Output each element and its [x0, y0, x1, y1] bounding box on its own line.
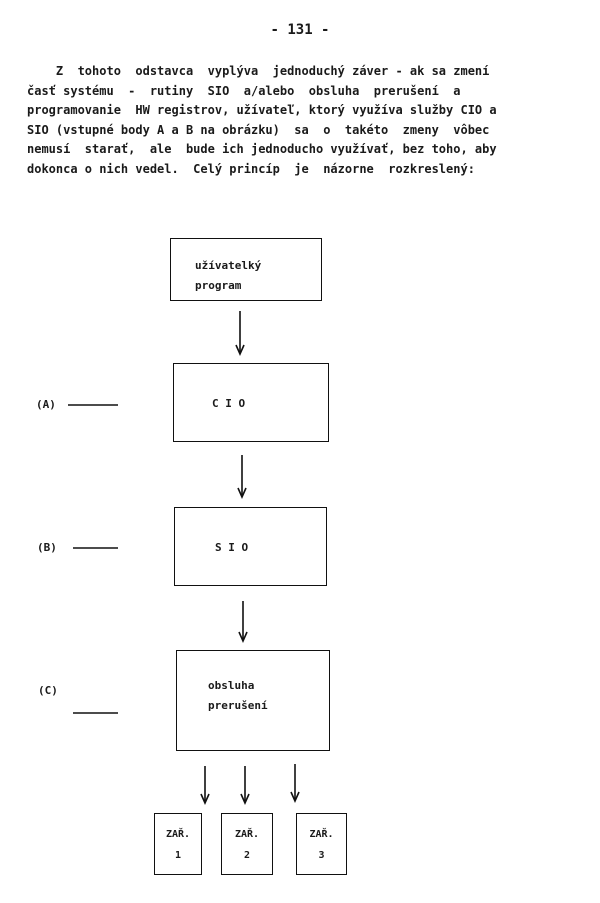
body-paragraph: Z tohoto odstavca vyplýva jednoduchý záv…: [27, 62, 572, 179]
paragraph-line-3: programovanie HW registrov, užívateľ, kt…: [27, 103, 497, 117]
device-box-2: ZAŘ. 2: [221, 813, 273, 875]
device-1-label-line2: 1: [174, 850, 182, 861]
paragraph-line-1: Z tohoto odstavca vyplýva jednoduchý záv…: [27, 64, 490, 78]
arrowhead-cio-to-sio: [237, 487, 247, 499]
arrowhead-to-device-3: [290, 791, 300, 803]
device-box-1: ZAŘ. 1: [154, 813, 202, 875]
arrowhead-sio-to-handler: [238, 631, 248, 643]
interrupt-handler-label-line2: prerušení: [208, 699, 268, 712]
entry-label-b: (B): [37, 541, 57, 554]
paragraph-line-5: nemusí starať, ale bude ich jednoducho v…: [27, 142, 497, 156]
cio-label: C I O: [212, 397, 246, 410]
sio-label: S I O: [215, 541, 249, 554]
device-box-3: ZAŘ. 3: [296, 813, 347, 875]
sio-box: S I O: [174, 507, 327, 586]
device-3-label-line2: 3: [318, 850, 325, 861]
device-1-label-line1: ZAŘ.: [165, 829, 191, 840]
interrupt-handler-box: obsluha prerušení: [176, 650, 330, 751]
user-program-box: užívatelký program: [170, 238, 322, 301]
entry-label-a: (A): [36, 398, 56, 411]
user-program-label-line1: užívatelký: [195, 259, 262, 272]
user-program-label-line2: program: [195, 279, 242, 292]
paragraph-line-4: SIO (vstupné body A a B na obrázku) sa o…: [27, 122, 490, 137]
device-3-label-line1: ZAŘ.: [309, 829, 334, 840]
arrowhead-program-to-cio: [235, 344, 245, 356]
device-2-label-line1: ZAŘ.: [234, 829, 260, 840]
interrupt-handler-label-line1: obsluha: [208, 679, 255, 692]
arrowhead-to-device-1: [200, 793, 210, 805]
arrowhead-to-device-2: [240, 793, 250, 805]
device-2-label-line2: 2: [243, 850, 251, 861]
paragraph-line-2: časť systému - rutiny SIO a/alebo obsluh…: [27, 83, 461, 98]
entry-label-c: (C): [38, 684, 58, 697]
paragraph-line-6: dokonca o nich vedel. Celý princíp je ná…: [27, 161, 475, 176]
cio-box: C I O: [173, 363, 329, 442]
page-number: - 131 -: [270, 22, 330, 38]
